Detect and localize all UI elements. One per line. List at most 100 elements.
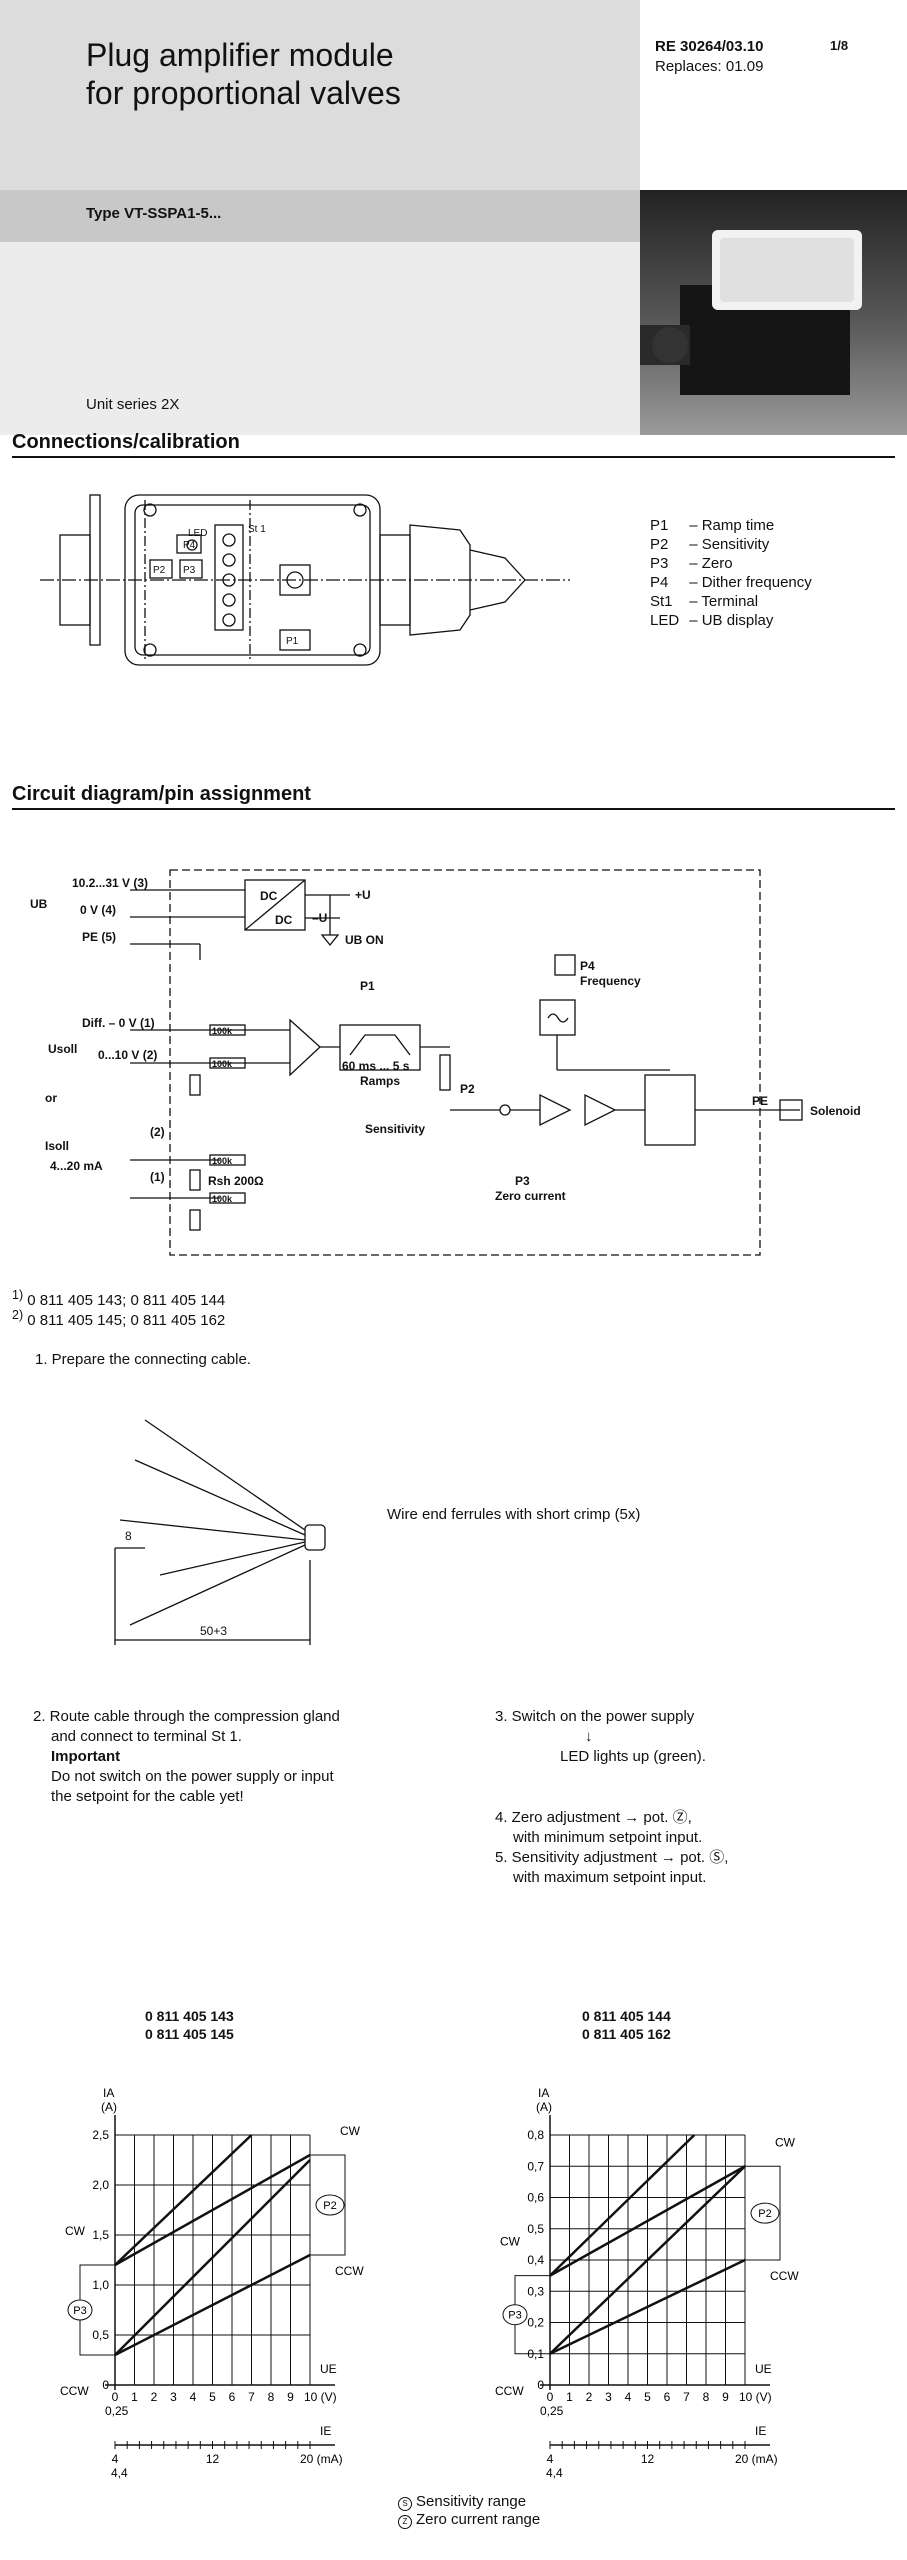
circuit-diff: Diff. – 0 V (1)	[82, 1016, 155, 1030]
step-5-line-1: 5. Sensitivity adjustment → pot. Ⓢ,	[495, 1849, 729, 1866]
unit-series: Unit series 2X	[86, 396, 180, 413]
secondary-tick-label: 20 (mA)	[300, 2452, 343, 2466]
step-2-line-1: 2. Route cable through the compression g…	[33, 1708, 340, 1725]
step-5-line-2: with maximum setpoint input.	[513, 1869, 707, 1886]
circuit-frequency: Frequency	[580, 974, 641, 988]
secondary-origin-label: 4,4	[111, 2466, 128, 2480]
x-tick-label: 4	[190, 2390, 197, 2404]
x-tick-label: 10 (V)	[304, 2390, 337, 2404]
circuit-p4: P4	[580, 959, 595, 973]
circuit-pe2: PE	[752, 1094, 768, 1108]
step-2-line-2: and connect to terminal St 1.	[51, 1728, 242, 1745]
p2-bracket	[745, 2165, 781, 2261]
p2-marker	[315, 2194, 345, 2216]
ccw-label-left: CCW	[60, 2384, 89, 2398]
circuit-usoll: Usoll	[48, 1042, 77, 1056]
replaces-note: Replaces: 01.09	[655, 58, 764, 75]
legend-desc: – Zero	[689, 555, 733, 572]
y-tick-label: 0,4	[527, 2253, 544, 2267]
circuit-r100k-1: 100k	[212, 1026, 233, 1036]
header-background	[0, 0, 640, 190]
circuit-r100k-3: 100k	[212, 1156, 233, 1166]
right-part-2: 0 811 405 162	[582, 2026, 671, 2042]
p2-label: P2	[758, 2208, 771, 2220]
x-tick-label: 5	[644, 2390, 651, 2404]
ferrules-note: Wire end ferrules with short crimp (5x)	[387, 1506, 641, 1523]
legend-row: P3 – Zero	[650, 554, 822, 573]
secondary-x-label: IE	[320, 2424, 331, 2438]
legend-desc: – Ramp time	[689, 517, 775, 534]
cw-label-right: CW	[775, 2135, 796, 2149]
x-tick-label: 9	[722, 2390, 729, 2404]
secondary-x-label: IE	[755, 2424, 766, 2438]
circuit-pin2: (2)	[150, 1125, 165, 1139]
series-line	[549, 2258, 746, 2355]
circuit-sensitivity: Sensitivity	[365, 1122, 425, 1136]
x-axis-label: UE	[320, 2362, 337, 2376]
left-part-1: 0 811 405 143	[145, 2008, 234, 2024]
product-photo	[640, 190, 907, 435]
cable-drawing: 8 50+3	[114, 1419, 326, 1645]
housing-p3-label: P3	[183, 565, 196, 576]
x-tick-label: 3	[170, 2390, 177, 2404]
footnote-1: 1) 0 811 405 143; 0 811 405 144	[12, 1288, 225, 1309]
secondary-tick-label: 12	[641, 2452, 655, 2466]
circuit-v-supply: 10.2...31 V (3)	[72, 876, 148, 890]
x-tick-label: 7	[683, 2390, 690, 2404]
step-4-block: 4. Zero adjustment → pot. Ⓩ, with minimu…	[495, 1808, 895, 1888]
y-axis-unit: (A)	[101, 2100, 117, 2114]
circuit-p1: P1	[360, 979, 375, 993]
x-tick-label: 8	[703, 2390, 710, 2404]
y-tick-label: 0,2	[527, 2316, 544, 2330]
series-line	[549, 2134, 696, 2277]
circuit-plus-u: +U	[355, 888, 371, 902]
circuit-v-zero: 0 V (4)	[80, 903, 116, 917]
footnote-2-text: 0 811 405 145; 0 811 405 162	[27, 1312, 226, 1329]
circuit-p2: P2	[460, 1082, 475, 1096]
x-tick-label: 10 (V)	[739, 2390, 772, 2404]
housing-p4-label: P4	[183, 540, 196, 551]
x-origin-label: 0,25	[540, 2404, 564, 2418]
secondary-origin-label: 4,4	[546, 2466, 563, 2480]
circuit-p3: P3	[515, 1174, 530, 1188]
cw-label-right: CW	[340, 2124, 361, 2138]
series-line	[114, 2153, 311, 2267]
x-tick-label: 3	[605, 2390, 612, 2404]
y-tick-label: 2,5	[92, 2128, 109, 2142]
legend-key: LED	[650, 612, 680, 629]
x-tick-label: 6	[229, 2390, 236, 2404]
zero-current-range-icon: Z	[398, 2515, 412, 2529]
document-number: RE 30264/03.10	[655, 38, 764, 55]
series-line	[549, 2165, 746, 2277]
title-line-2: for proportional valves	[86, 75, 401, 111]
x-tick-label: 2	[151, 2390, 158, 2404]
secondary-tick-label: 4	[112, 2452, 119, 2466]
footnote-1-mark: 1)	[12, 1288, 24, 1302]
circuit-ub: UB	[30, 897, 48, 911]
y-tick-label: 1,5	[92, 2228, 109, 2242]
sensitivity-range-icon: S	[398, 2497, 412, 2511]
secondary-tick-label: 20 (mA)	[735, 2452, 778, 2466]
footnote-2: 2) 0 811 405 145; 0 811 405 162	[12, 1308, 225, 1329]
housing-p1-label: P1	[286, 636, 299, 647]
y-tick-label: 0,3	[527, 2284, 544, 2298]
circuit-diagram: 10.2...31 V (3) 0 V (4) UB PE (5) DC DC …	[30, 869, 861, 1256]
x-tick-label: 0	[112, 2390, 119, 2404]
ccw-label-left: CCW	[495, 2384, 524, 2398]
x-tick-label: 1	[131, 2390, 138, 2404]
ccw-label-right: CCW	[770, 2269, 799, 2283]
circuit-dc1: DC	[260, 889, 278, 903]
y-axis-label: IA	[538, 2086, 549, 2100]
circuit-dc2: DC	[275, 913, 293, 927]
housing-p2-label: P2	[153, 565, 166, 576]
p3-label: P3	[73, 2305, 86, 2317]
step-3-line: 3. Switch on the power supply	[495, 1708, 695, 1725]
x-tick-label: 7	[248, 2390, 255, 2404]
title-line-1: Plug amplifier module	[86, 37, 394, 73]
legend-key: P3	[650, 555, 669, 572]
footnote-1-text: 0 811 405 143; 0 811 405 144	[27, 1292, 226, 1309]
dim-8: 8	[125, 1529, 132, 1543]
